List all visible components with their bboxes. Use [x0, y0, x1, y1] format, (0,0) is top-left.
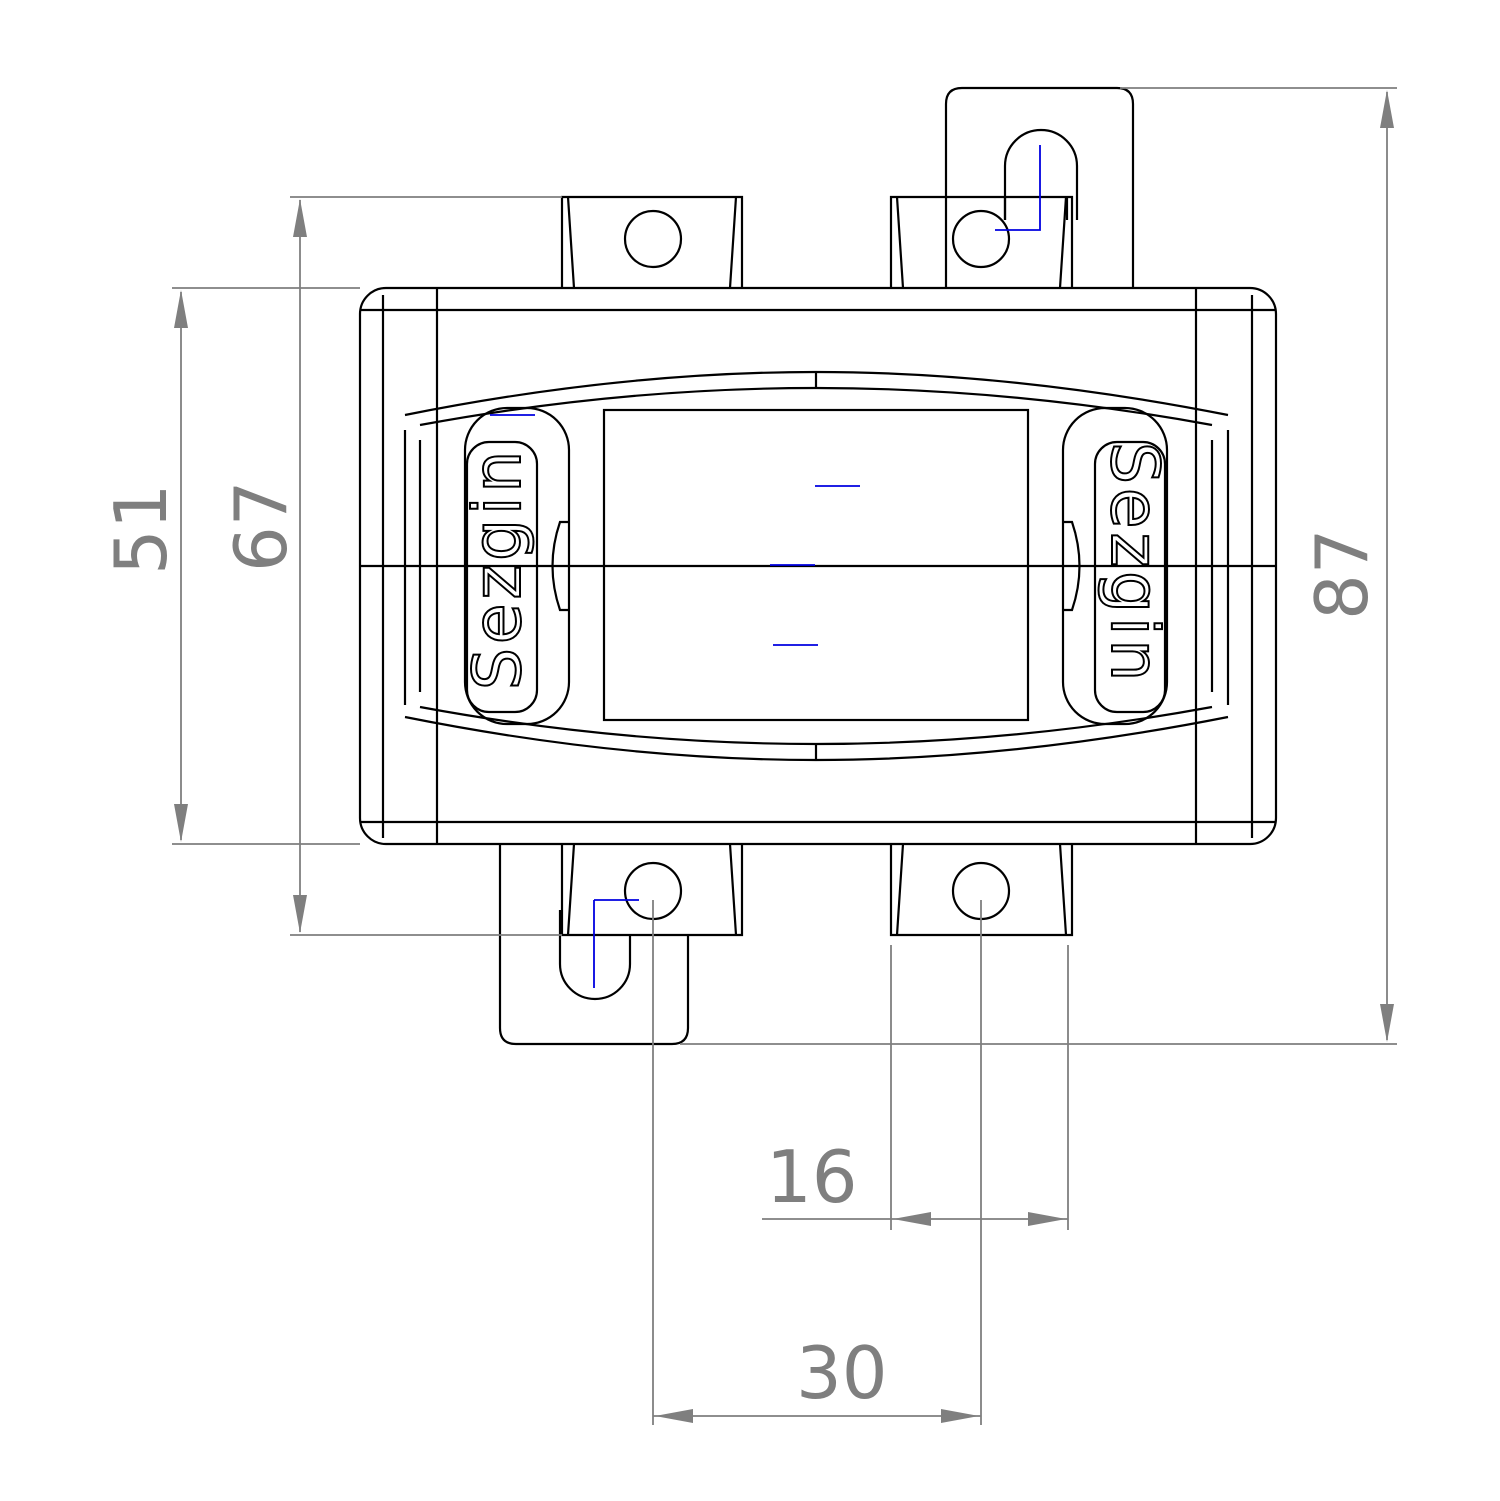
mounting-hole — [951, 209, 1011, 269]
top-terminal-left — [560, 195, 744, 289]
top-terminal-right — [889, 195, 1074, 289]
brand-logo: Sezgin — [459, 447, 536, 690]
transformer-body — [358, 286, 1278, 846]
dimension-label: 51 — [99, 483, 183, 575]
dimension-label: 16 — [766, 1135, 858, 1219]
primary-window — [602, 408, 1030, 722]
dimension-67: 67 — [219, 196, 562, 936]
dimension-87: 87 — [680, 87, 1397, 1045]
left-logo-plate: Sezgin — [458, 406, 571, 726]
dimension-label: 87 — [1300, 528, 1384, 620]
bottom-terminal-left — [560, 843, 744, 937]
brand-logo: Sezgin — [1096, 442, 1173, 685]
right-logo-plate: Sezgin — [1061, 406, 1174, 726]
mounting-hole — [623, 209, 683, 269]
bottom-left-mounting-tab — [498, 844, 690, 1046]
dimension-16: 16 — [762, 945, 1069, 1230]
dimension-51: 51 — [99, 287, 360, 845]
dimension-label: 67 — [219, 480, 303, 572]
top-right-mounting-tab — [944, 86, 1135, 288]
dimension-30: 30 — [652, 900, 982, 1425]
dimension-label: 30 — [796, 1331, 888, 1415]
sketch-markers — [490, 145, 1041, 988]
